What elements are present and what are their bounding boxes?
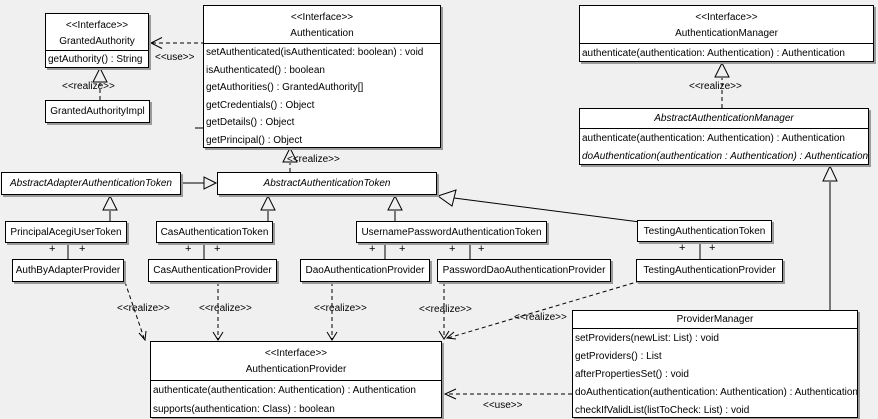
realize-label: <<realize>>: [199, 303, 252, 314]
class-box-authentication-manager[interactable]: <<Interface>> AuthenticationManager auth…: [579, 5, 874, 62]
class-box-username-password-authentication-token[interactable]: UsernamePasswordAuthenticationToken: [356, 221, 547, 243]
class-name: AbstractAdapterAuthenticationToken: [10, 178, 172, 189]
class-box-principal-acegi-user-token[interactable]: PrincipalAcegiUserToken: [5, 221, 127, 243]
class-box-granted-authority[interactable]: <<Interface>> GrantedAuthority getAuthor…: [45, 13, 149, 68]
class-box-abstract-authentication-manager[interactable]: AbstractAuthenticationManager authentica…: [579, 108, 869, 165]
realize-label: <<realize>>: [62, 81, 115, 92]
class-box-abstract-authentication-token[interactable]: AbstractAuthenticationToken: [217, 172, 437, 195]
class-name: TestingAuthenticationProvider: [643, 265, 776, 276]
generalization-testing-token: [436, 189, 641, 223]
class-box-abstract-adapter-authentication-token[interactable]: AbstractAdapterAuthenticationToken: [1, 172, 181, 195]
class-box-granted-authority-impl[interactable]: GrantedAuthorityImpl: [45, 100, 150, 123]
realize-label: <<realize>>: [689, 81, 742, 92]
class-name: ProviderManager: [676, 313, 754, 325]
method-label: isAuthenticated() : boolean: [206, 64, 325, 76]
class-name: CasAuthenticationProvider: [153, 265, 272, 276]
association-end-plus: +: [709, 242, 716, 254]
class-box-dao-authentication-provider[interactable]: DaoAuthenticationProvider: [300, 259, 430, 282]
class-name: UsernamePasswordAuthenticationToken: [361, 226, 542, 238]
method-label: authenticate(authentication: Authenticat…: [582, 47, 845, 59]
association-end-plus: +: [369, 243, 376, 255]
class-name: DaoAuthenticationProvider: [305, 265, 425, 276]
method-label: authenticate(authentication: Authenticat…: [153, 385, 416, 396]
method-label: supports(authentication: Class) : boolea…: [153, 404, 335, 415]
class-name: Authentication: [290, 28, 354, 39]
generalization-provider-manager: [822, 164, 838, 310]
use-label: <<use>>: [483, 400, 523, 411]
realize-label: <<realize>>: [514, 312, 567, 323]
method-label: getProviders() : List: [575, 350, 662, 362]
class-name: AbstractAuthenticationToken: [263, 178, 391, 189]
method-label: getCredentials() : Object: [206, 99, 315, 111]
stereotype-label: <<Interface>>: [695, 12, 758, 23]
realize-label: <<realize>>: [419, 304, 472, 315]
association-end-plus: +: [449, 243, 456, 255]
realize-label: <<realize>>: [117, 303, 170, 314]
generalization-cas-token: [260, 194, 276, 221]
method-label: checkIfValidList(listToCheck: List) : vo…: [575, 404, 750, 416]
method-label: doAuthentication(authentication : Authen…: [582, 150, 868, 162]
method-label: afterPropertiesSet() : void: [575, 368, 689, 380]
association-end-plus: +: [185, 243, 192, 255]
class-box-auth-by-adapter-provider[interactable]: AuthByAdapterProvider: [12, 259, 124, 282]
class-box-cas-authentication-token[interactable]: CasAuthenticationToken: [156, 221, 273, 243]
stereotype-label: <<Interface>>: [264, 348, 328, 359]
class-box-password-dao-authentication-provider[interactable]: PasswordDaoAuthenticationProvider: [437, 259, 611, 282]
generalization-usernamepassword-token: [387, 194, 403, 221]
class-name: PasswordDaoAuthenticationProvider: [442, 265, 606, 276]
method-label: getAuthority() : String: [48, 54, 143, 65]
class-name: GrantedAuthorityImpl: [50, 106, 145, 117]
realize-label: <<realize>>: [314, 303, 367, 314]
association-end-plus: +: [49, 243, 56, 255]
class-box-cas-authentication-provider[interactable]: CasAuthenticationProvider: [148, 259, 277, 282]
method-label: getDetails() : Object: [206, 117, 295, 129]
method-label: setAuthenticated(isAuthenticated: boolea…: [206, 47, 424, 59]
class-box-authentication[interactable]: <<Interface>> Authentication setAuthenti…: [203, 5, 441, 148]
method-label: setProviders(newList: List) : void: [575, 332, 719, 344]
class-box-authentication-provider[interactable]: <<Interface>> AuthenticationProvider aut…: [150, 341, 442, 418]
generalization-adapter-token: [181, 176, 218, 190]
use-authentication-grantedauthority: [149, 37, 205, 49]
class-name: AbstractAuthenticationManager: [654, 112, 794, 124]
class-name: AuthByAdapterProvider: [15, 265, 121, 276]
class-name: TestingAuthenticationToken: [643, 225, 766, 237]
association-lines: [67, 242, 701, 259]
stereotype-label: <<Interface>>: [290, 12, 354, 23]
association-end-plus: +: [478, 243, 485, 255]
class-name: AuthenticationManager: [675, 28, 778, 39]
association-end-plus: +: [399, 243, 406, 255]
class-box-testing-authentication-provider[interactable]: TestingAuthenticationProvider: [636, 259, 783, 282]
use-providermanager-authenticationprovider: [443, 388, 572, 400]
method-label: authenticate(authentication: Authenticat…: [582, 132, 845, 144]
class-name: GrantedAuthority: [59, 36, 135, 47]
method-label: getPrincipal() : Object: [206, 134, 303, 146]
class-name: CasAuthenticationToken: [160, 226, 269, 238]
class-name: AuthenticationProvider: [245, 364, 347, 375]
generalization-principal-token: [102, 194, 118, 221]
method-label: doAuthentication(authentication: Authent…: [575, 386, 857, 398]
association-end-plus: +: [79, 243, 86, 255]
stereotype-label: <<Interface>>: [65, 20, 129, 31]
association-end-plus: +: [214, 243, 221, 255]
realize-label: <<realize>>: [287, 154, 340, 165]
association-end-plus: +: [679, 242, 686, 254]
use-label: <<use>>: [155, 52, 195, 63]
class-box-testing-authentication-token[interactable]: TestingAuthenticationToken: [637, 220, 772, 242]
class-box-provider-manager[interactable]: ProviderManager setProviders(newList: Li…: [572, 310, 858, 418]
method-label: getAuthorities() : GrantedAuthority[]: [206, 82, 364, 94]
class-name: PrincipalAcegiUserToken: [10, 226, 122, 238]
